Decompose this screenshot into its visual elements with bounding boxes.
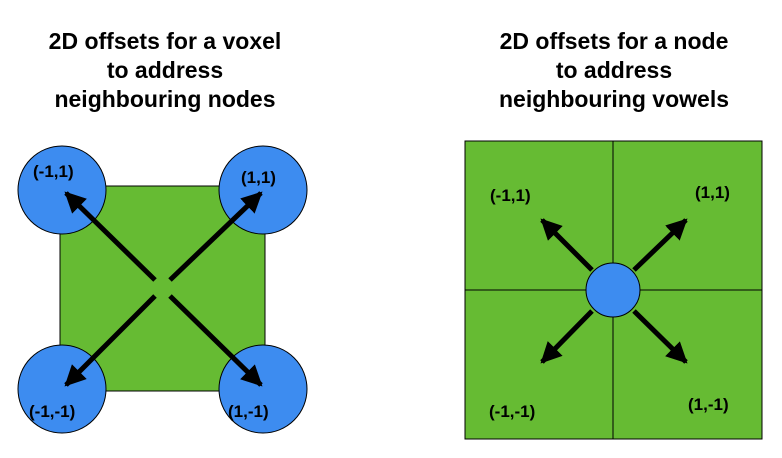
right-label-top-left: (-1,1) — [490, 186, 531, 205]
left-title-line-1: 2D offsets for a voxel — [48, 28, 282, 54]
arrow-top-left — [540, 218, 594, 272]
right-label-top-right: (1,1) — [695, 183, 730, 202]
right-title-line-1: 2D offsets for a node — [499, 28, 729, 54]
left-diagram: (-1,1) (1,1) (-1,-1) (1,-1) — [17, 145, 308, 434]
left-label-top-left: (-1,1) — [33, 162, 74, 181]
left-label-bottom-left: (-1,-1) — [29, 402, 75, 421]
arrow-bottom-right — [168, 294, 263, 387]
left-label-bottom-right: (1,-1) — [228, 402, 269, 421]
right-diagram-title: 2D offsets for a node to address neighbo… — [434, 27, 782, 114]
right-title-line-2: to address — [555, 57, 673, 83]
right-label-bottom-left: (-1,-1) — [489, 402, 535, 421]
left-title-line-2: to address — [106, 57, 224, 83]
left-diagram-title: 2D offsets for a voxel to address neighb… — [0, 27, 345, 114]
arrow-bottom-left — [64, 294, 157, 387]
left-label-top-right: (1,1) — [241, 168, 276, 187]
right-label-bottom-right: (1,-1) — [688, 395, 729, 414]
arrow-bottom-left — [540, 309, 594, 364]
arrow-top-right — [168, 191, 263, 282]
arrow-top-right — [632, 218, 688, 272]
arrow-bottom-right — [632, 309, 688, 364]
right-diagram: (-1,1) (1,1) (-1,-1) (1,-1) — [464, 140, 763, 440]
right-title-line-3: neighbouring vowels — [498, 86, 729, 112]
arrow-top-left — [64, 191, 157, 282]
center-node — [585, 262, 641, 318]
left-title-line-3: neighbouring nodes — [54, 86, 276, 112]
